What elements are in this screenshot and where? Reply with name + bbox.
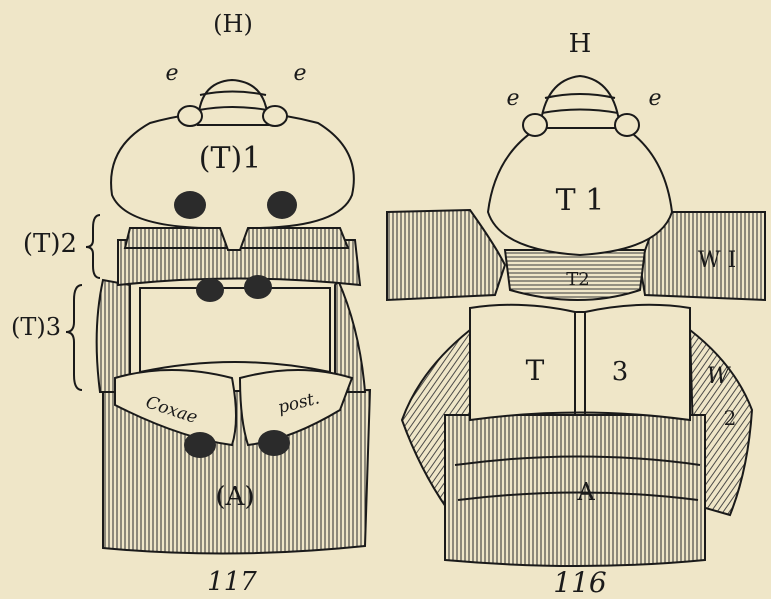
label-eye-left-116: e xyxy=(506,86,519,111)
metathorax-plate xyxy=(140,288,330,372)
label-head-116: H xyxy=(569,29,592,59)
label-wing1-116: W I xyxy=(698,248,736,273)
wing1-left xyxy=(387,210,505,300)
label-thorax3-right-116: 3 xyxy=(612,357,629,387)
label-thorax1-116: T 1 xyxy=(556,183,605,218)
figure-116 xyxy=(387,76,765,566)
spot xyxy=(196,278,224,302)
head-116 xyxy=(540,76,620,128)
spot xyxy=(244,275,272,299)
label-wing2-bottom-116: 2 xyxy=(724,406,737,430)
eye-left-116 xyxy=(523,114,547,136)
eye-left-117 xyxy=(178,106,202,126)
figure-number-116: 116 xyxy=(553,566,606,599)
eye-right-116 xyxy=(615,114,639,136)
label-eye-right-117: e xyxy=(293,61,306,86)
head-117 xyxy=(198,80,268,125)
label-thorax3-left-116: T xyxy=(526,354,545,387)
label-abdomen-116: A xyxy=(576,478,595,506)
spot xyxy=(184,432,216,458)
label-eye-left-117: e xyxy=(165,61,178,86)
label-eye-right-116: e xyxy=(648,86,661,111)
label-thorax3-117: (T)3 xyxy=(11,313,61,341)
spot xyxy=(267,191,297,219)
label-thorax2-117: (T)2 xyxy=(23,229,77,259)
spot xyxy=(258,430,290,456)
metathorax-116 xyxy=(470,305,690,420)
figure-number-117: 117 xyxy=(207,567,257,597)
brace-t2 xyxy=(86,215,100,278)
label-thorax1-117: (T)1 xyxy=(199,141,262,176)
label-wing2-top-116: W xyxy=(707,364,732,389)
label-head-117: (H) xyxy=(213,10,253,38)
spot xyxy=(174,191,206,219)
eye-right-117 xyxy=(263,106,287,126)
label-abdomen-117: (A) xyxy=(215,482,254,512)
brace-t3 xyxy=(66,285,82,390)
label-thorax2-116: T2 xyxy=(566,269,589,290)
abdomen-116 xyxy=(445,415,705,566)
